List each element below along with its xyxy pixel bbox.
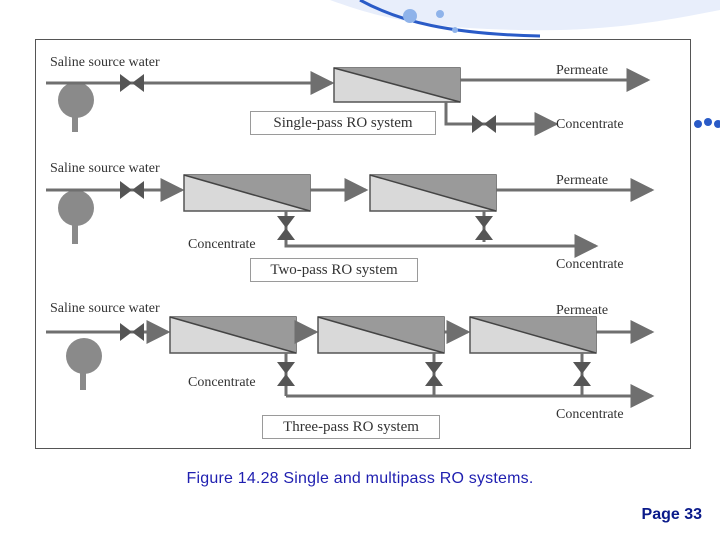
concentrate-label: Concentrate	[556, 257, 624, 272]
side-drop	[704, 118, 712, 126]
banner-drop	[452, 27, 458, 33]
pump-icon	[58, 82, 94, 132]
valve-icon	[425, 362, 443, 386]
system-label-two-pass: Two-pass RO system	[250, 258, 418, 282]
side-bubble-decoration	[694, 118, 720, 128]
permeate-label: Permeate	[556, 173, 608, 188]
two-pass-system: Saline source water	[46, 161, 655, 272]
ro-membrane	[369, 174, 497, 212]
ro-membrane	[183, 174, 311, 212]
figure-frame: Saline source water Permeat	[35, 39, 691, 449]
ro-systems-diagram: Saline source water Permeat	[46, 55, 655, 422]
source-label: Saline source water	[50, 301, 160, 316]
valve-icon	[472, 115, 496, 133]
side-drop	[714, 120, 720, 128]
banner-drop	[436, 10, 444, 18]
pump-icon	[58, 190, 94, 244]
concentrate-label: Concentrate	[188, 237, 256, 252]
valve-icon	[475, 216, 493, 240]
figure-caption: Figure 14.28 Single and multipass RO sys…	[186, 470, 534, 487]
valve-icon	[120, 323, 144, 341]
ro-membrane	[317, 316, 445, 354]
permeate-label: Permeate	[556, 303, 608, 318]
valve-icon	[277, 362, 295, 386]
ro-membrane	[169, 316, 297, 354]
concentrate-label: Concentrate	[556, 117, 624, 132]
valve-icon	[120, 181, 144, 199]
concentrate-label: Concentrate	[556, 407, 624, 422]
single-pass-system: Saline source water Permeat	[46, 55, 651, 136]
permeate-label: Permeate	[556, 63, 608, 78]
ro-membrane	[333, 67, 461, 103]
banner-drop	[403, 9, 417, 23]
pump-icon	[66, 338, 102, 390]
system-label-single-pass: Single-pass RO system	[250, 111, 436, 135]
side-drop	[694, 120, 702, 128]
page-number: Page 33	[641, 506, 702, 523]
concentrate-pipe	[444, 102, 559, 136]
valve-icon	[573, 362, 591, 386]
system-label-three-pass: Three-pass RO system	[262, 415, 440, 439]
header-banner-decoration	[330, 0, 720, 38]
valve-icon	[120, 74, 144, 92]
three-pass-system: Saline source water	[46, 301, 655, 422]
ro-membrane	[469, 316, 597, 354]
source-label: Saline source water	[50, 161, 160, 176]
concentrate-label: Concentrate	[188, 375, 256, 390]
concentrate-collector-pipe	[284, 234, 599, 258]
banner-wave	[330, 0, 720, 31]
source-label: Saline source water	[50, 55, 160, 70]
valve-icon	[277, 216, 295, 240]
banner-wave-stroke	[359, 0, 541, 38]
